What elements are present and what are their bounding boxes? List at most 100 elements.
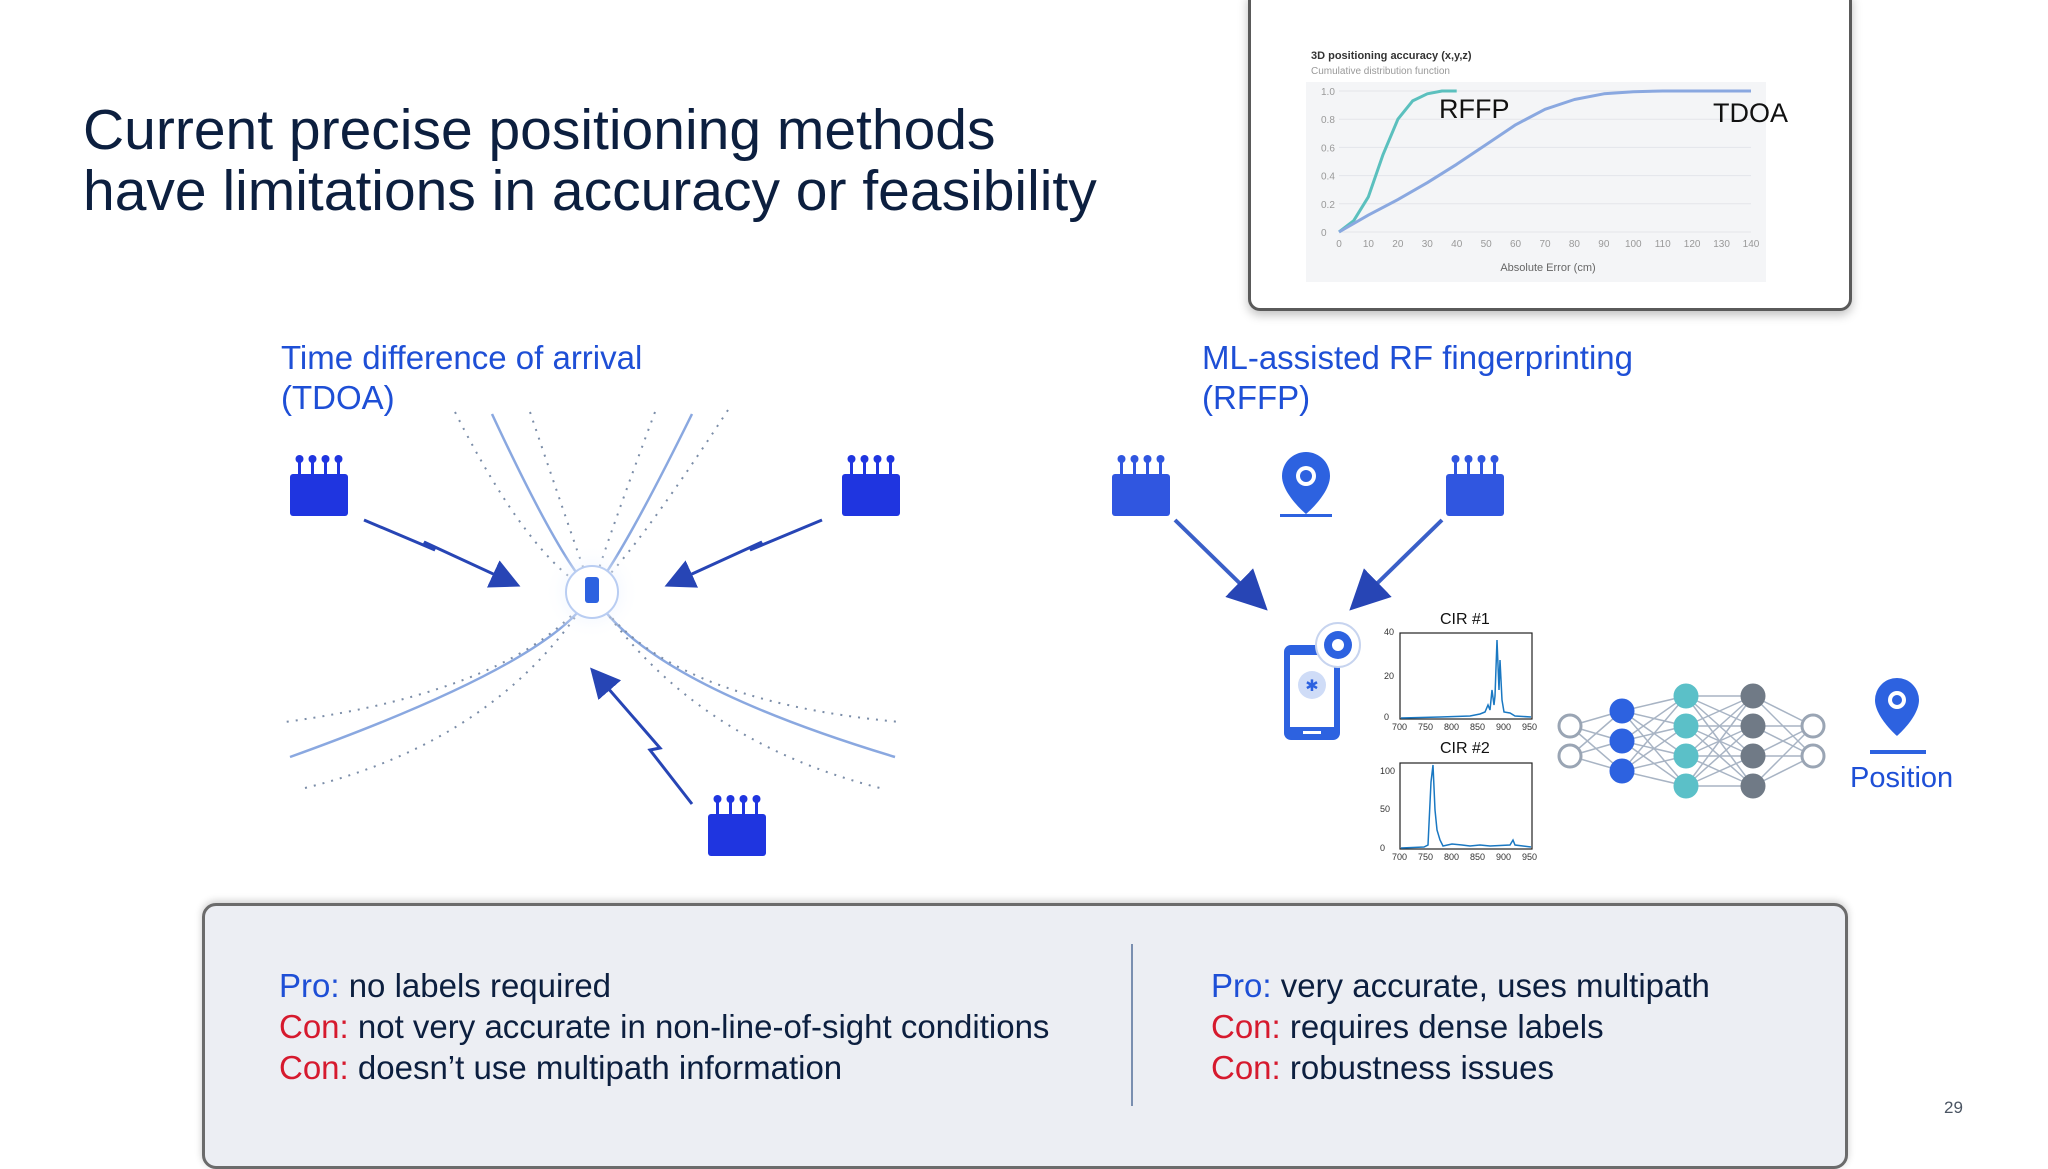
pros-cons-divider bbox=[1131, 944, 1133, 1106]
nn-edge bbox=[1752, 725, 1814, 757]
cir2-y-tick: 0 bbox=[1380, 843, 1386, 853]
cir2-label: CIR #2 bbox=[1440, 740, 1490, 757]
chart-x-tick-label: 110 bbox=[1655, 239, 1671, 250]
chart-x-tick-label: 140 bbox=[1743, 239, 1760, 250]
nn-node bbox=[1673, 773, 1699, 799]
cir2-y-tick: 50 bbox=[1380, 804, 1391, 814]
nn-edge bbox=[1752, 755, 1814, 787]
nn-edge bbox=[1685, 695, 1754, 787]
tdoa-title: Time difference of arrival bbox=[281, 339, 643, 376]
chart-x-tick-label: 0 bbox=[1336, 239, 1342, 250]
chart-y-tick-label: 0.8 bbox=[1321, 115, 1335, 126]
chart-x-tick-label: 60 bbox=[1510, 239, 1522, 250]
nn-edge bbox=[1621, 740, 1687, 787]
router-icon bbox=[290, 455, 348, 516]
cir2-plot bbox=[1399, 762, 1533, 850]
cir1-y-tick: 20 bbox=[1384, 671, 1395, 681]
smartphone-icon: ✱ bbox=[1284, 645, 1340, 740]
cir2-x-tick: 900 bbox=[1496, 852, 1512, 862]
nn-edge bbox=[1621, 770, 1687, 787]
nn-edge bbox=[1621, 740, 1687, 757]
cir1-label: CIR #1 bbox=[1440, 611, 1490, 628]
cir1-plot bbox=[1399, 632, 1533, 720]
nn-edge bbox=[1621, 710, 1687, 727]
chart-series-line-rffp bbox=[1338, 89, 1457, 234]
tdoa-con-line: Con: not very accurate in non-line-of-si… bbox=[279, 1008, 1050, 1045]
nn-node bbox=[1740, 683, 1766, 709]
rffp-heading: ML-assisted RF fingerprinting (RFFP) bbox=[1202, 338, 1633, 418]
nn-edge bbox=[1752, 725, 1814, 757]
nn-node bbox=[1800, 743, 1826, 769]
nn-edge bbox=[1569, 740, 1623, 757]
chart-x-tick-label: 30 bbox=[1422, 239, 1434, 250]
nn-node bbox=[1609, 758, 1635, 784]
cir1-y-tick: 0 bbox=[1384, 712, 1390, 722]
nn-edge bbox=[1569, 710, 1623, 727]
tdoa-pro-line: Pro: no labels required bbox=[279, 967, 612, 1004]
cir2-x-tick: 950 bbox=[1522, 852, 1538, 862]
cir2-x-tick: 700 bbox=[1392, 852, 1408, 862]
nn-node bbox=[1673, 683, 1699, 709]
cir1-x-tick: 950 bbox=[1522, 722, 1538, 732]
nn-edge bbox=[1621, 710, 1687, 787]
chart-y-tick-label: 1.0 bbox=[1321, 87, 1335, 98]
signal-arrows bbox=[363, 518, 823, 805]
nn-edge bbox=[1685, 695, 1754, 787]
chart-x-tick-label: 10 bbox=[1363, 239, 1375, 250]
pros-cons-panel bbox=[202, 903, 1848, 1169]
nn-edge bbox=[1752, 725, 1814, 787]
nn-edge bbox=[1569, 725, 1623, 742]
nn-node bbox=[1557, 743, 1583, 769]
nn-edge bbox=[1685, 725, 1754, 787]
neural-network-icon bbox=[1557, 683, 1826, 799]
nn-edge bbox=[1569, 710, 1623, 757]
chart-y-tick-label: 0.2 bbox=[1321, 200, 1335, 211]
nn-edge bbox=[1569, 755, 1623, 772]
router-icon bbox=[1446, 455, 1504, 516]
chart-y-tick-label: 0.6 bbox=[1321, 143, 1335, 154]
chart-x-tick-label: 100 bbox=[1625, 239, 1642, 250]
nn-edge bbox=[1621, 695, 1687, 742]
cir2-x-tick: 800 bbox=[1444, 852, 1460, 862]
nn-edge bbox=[1621, 725, 1687, 742]
cir1-x-tick: 700 bbox=[1392, 722, 1408, 732]
nn-node bbox=[1740, 743, 1766, 769]
nn-node bbox=[1740, 713, 1766, 739]
chart-x-tick-label: 90 bbox=[1598, 239, 1610, 250]
chart-x-axis-label: Absolute Error (cm) bbox=[1500, 262, 1595, 274]
chart-x-tick-label: 70 bbox=[1539, 239, 1551, 250]
nn-edge bbox=[1685, 755, 1754, 787]
tdoa-con-line: Con: doesn’t use multipath information bbox=[279, 1049, 843, 1086]
nn-edge bbox=[1685, 695, 1754, 727]
cir1-y-tick: 40 bbox=[1384, 627, 1395, 637]
nn-node bbox=[1609, 728, 1635, 754]
chart-series-line-tdoa bbox=[1338, 89, 1751, 234]
nn-node bbox=[1609, 698, 1635, 724]
router-icon bbox=[842, 455, 900, 516]
slide-title: Current precise positioning methods have… bbox=[83, 100, 1233, 222]
nn-edge bbox=[1685, 695, 1754, 757]
cir1-x-tick: 800 bbox=[1444, 722, 1460, 732]
router-icon bbox=[1112, 455, 1170, 516]
svg-text:✱: ✱ bbox=[1305, 676, 1318, 695]
chart-x-tick-label: 130 bbox=[1713, 239, 1730, 250]
rffp-pros-cons: Pro: very accurate, uses multipath Con: … bbox=[1211, 965, 1710, 1088]
nn-edge bbox=[1621, 755, 1687, 772]
nn-edge bbox=[1685, 695, 1754, 727]
position-label: Position bbox=[1850, 762, 1954, 794]
nn-edge bbox=[1621, 695, 1687, 712]
slide-title-line-2: have limitations in accuracy or feasibil… bbox=[83, 159, 1097, 223]
location-pin-icon bbox=[1280, 452, 1332, 517]
chart-subtitle: Cumulative distribution function bbox=[1311, 66, 1450, 77]
router-icon bbox=[708, 795, 766, 856]
tdoa-heading: Time difference of arrival (TDOA) bbox=[281, 338, 642, 418]
rffp-pro-line: Pro: very accurate, uses multipath bbox=[1211, 967, 1710, 1004]
chart-tdoa-label: TDOA bbox=[1713, 98, 1788, 128]
location-pin-icon bbox=[1870, 678, 1926, 754]
cir2-y-tick: 100 bbox=[1380, 766, 1396, 776]
rffp-con-line: Con: requires dense labels bbox=[1211, 1008, 1604, 1045]
tdoa-subtitle: (TDOA) bbox=[281, 379, 395, 416]
cir2-x-tick: 850 bbox=[1470, 852, 1486, 862]
